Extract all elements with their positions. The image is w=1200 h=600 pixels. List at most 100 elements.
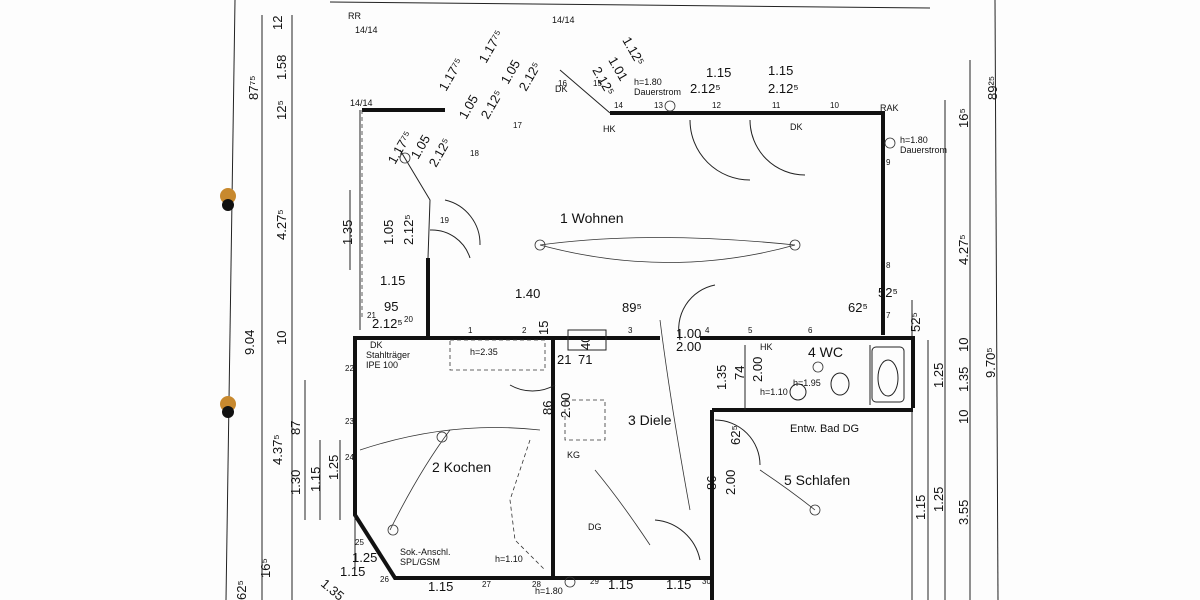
dim-inner: 2.00 <box>558 393 573 418</box>
dim-right: 1.15 <box>913 495 928 520</box>
dim-inner: 52⁵ <box>878 285 898 300</box>
wall-number: 24 <box>345 453 354 462</box>
height-note: h=1.80 <box>900 135 928 145</box>
dim-inner: 52⁵ <box>908 312 923 332</box>
dim-inner: 1.35 <box>340 220 355 245</box>
rr-label: RR <box>348 11 361 21</box>
wall-number: 2 <box>522 326 527 335</box>
wall-number: 5 <box>748 326 753 335</box>
dim-right: 16⁵ <box>956 108 971 128</box>
dim-inner: 1.15 <box>666 577 691 592</box>
punch-hole-top <box>220 188 236 211</box>
dim-inner: 2.00 <box>676 339 701 354</box>
dim-left: 4.37⁵ <box>270 434 285 465</box>
dim-inner: 89⁵ <box>622 300 642 315</box>
dim-inner: 1.40 <box>515 286 540 301</box>
room-label-diele: 3 Diele <box>628 412 672 428</box>
paper-edge-left <box>225 0 236 600</box>
wall-number: 12 <box>712 101 721 110</box>
hk-label: HK <box>760 342 773 352</box>
dim-inner: 86 <box>540 401 555 415</box>
dim-left: 12⁵ <box>274 100 289 120</box>
wall-number: 17 <box>513 121 522 130</box>
dim-left: 10 <box>274 331 289 345</box>
dim-right: 1.25 <box>931 487 946 512</box>
dim-right: 4.27⁵ <box>956 234 971 265</box>
walls <box>353 69 915 600</box>
wall-number: 7 <box>886 311 891 320</box>
height-note: h=1.80 <box>535 586 563 596</box>
dim-inner: 2.00 <box>723 470 738 495</box>
room-label-schlafen: 5 Schlafen <box>784 472 850 488</box>
dim-top: 1.15 <box>768 63 793 78</box>
dim-inner: 21 <box>557 352 571 367</box>
frac-label: 14/14 <box>350 98 373 108</box>
wall-number: 9 <box>886 158 891 167</box>
dim-inner: 62⁵ <box>848 300 868 315</box>
dim-inner: 15 <box>536 321 551 335</box>
wall-number: 23 <box>345 417 354 426</box>
height-note: h=1.10 <box>760 387 788 397</box>
dk-label: DK <box>370 340 383 350</box>
paper-edge-right <box>994 0 999 600</box>
frac-label: 14/14 <box>355 25 378 35</box>
dimension-chain-left <box>261 15 351 600</box>
dk-label: DK <box>555 84 568 94</box>
dim-top: 2.12⁵ <box>478 87 506 121</box>
dim-left: 87⁷⁵ <box>246 75 261 100</box>
dim-inner: 2.12⁵ <box>372 316 403 331</box>
wall-number: 30 <box>702 577 711 586</box>
wall-number: 6 <box>808 326 813 335</box>
dim-inner: 71 <box>578 352 592 367</box>
dim-right: 1.25 <box>931 363 946 388</box>
frac-label: 14/14 <box>552 15 575 25</box>
dim-inner: 1.15 <box>608 577 633 592</box>
dim-left: 1.58 <box>274 55 289 80</box>
wall-number: 27 <box>482 580 491 589</box>
dim-top: 1.17⁷⁵ <box>476 27 507 65</box>
dim-left: 4.27⁵ <box>274 209 289 240</box>
rak-label: RAK <box>880 103 899 113</box>
dim-right: 89²⁵ <box>985 76 1000 100</box>
dim-inner: 2.00 <box>750 357 765 382</box>
wall-number: 4 <box>705 326 710 335</box>
wall-number: 28 <box>532 580 541 589</box>
height-note: h=2.35 <box>470 347 498 357</box>
dim-inner: 2.12⁵ <box>401 214 416 245</box>
punch-hole-bottom <box>220 396 236 418</box>
wall-number: 26 <box>380 575 389 584</box>
bath-fixtures <box>789 346 905 403</box>
dim-top: 2.12⁵ <box>690 81 721 96</box>
dim-inner: 86 <box>704 476 719 490</box>
wall-number: 29 <box>590 577 599 586</box>
beam-type-note: IPE 100 <box>366 360 398 370</box>
dim-top: 1.17⁷⁵ <box>436 55 467 93</box>
wall-number: 1 <box>468 326 473 335</box>
wall-number: 22 <box>345 364 354 373</box>
dim-top: 2.12⁵ <box>768 81 799 96</box>
dim-inner: 1.15 <box>428 579 453 594</box>
height-note: h=1.80 <box>634 77 662 87</box>
height-note: h=1.95 <box>793 378 821 388</box>
wall-number: 11 <box>772 101 781 110</box>
dg-label: DG <box>588 522 602 532</box>
dim-top: 1.15 <box>706 65 731 80</box>
room-label-kochen: 2 Kochen <box>432 459 491 475</box>
dauerstrom-note: Dauerstrom <box>900 145 947 155</box>
socket-note: SPL/GSM <box>400 557 440 567</box>
dim-inner: 1.15 <box>380 273 405 288</box>
dim-left: 16⁵ <box>258 558 273 578</box>
dim-inner: 95 <box>384 299 398 314</box>
beam-note: Stahlträger <box>366 350 410 360</box>
wall-number: 13 <box>654 101 663 110</box>
wall-number: 20 <box>404 315 413 324</box>
dim-top: 1.05 <box>456 92 482 121</box>
dim-left: 1.15 <box>308 467 323 492</box>
height-note: h=1.10 <box>495 554 523 564</box>
dim-inner: 40 <box>578 336 593 350</box>
dim-left: 62⁵ <box>234 580 249 600</box>
dim-inner: 74 <box>732 366 747 380</box>
wall-number: 3 <box>628 326 633 335</box>
